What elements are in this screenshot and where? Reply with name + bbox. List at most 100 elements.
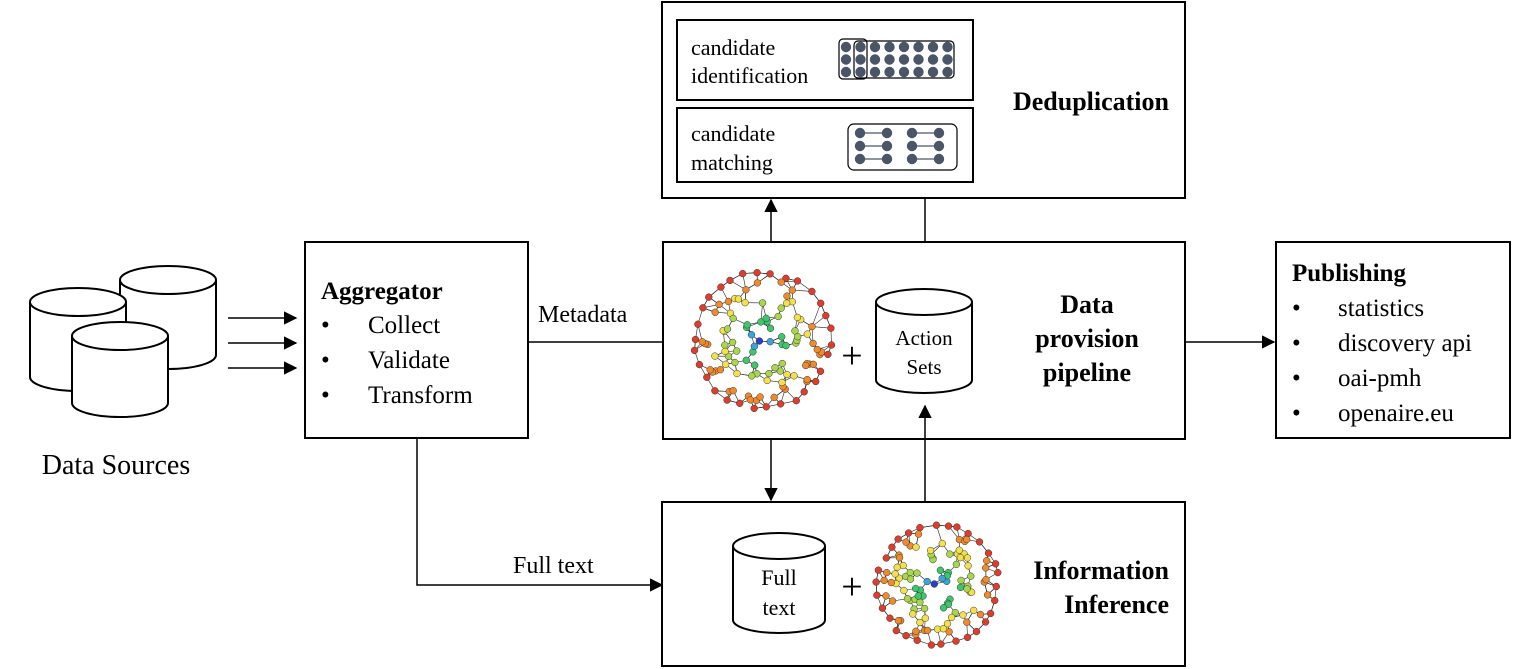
graph-node [963, 535, 971, 544]
graph-node [793, 313, 802, 322]
graph-node [912, 543, 920, 551]
graph-node [959, 611, 967, 619]
graph-node [792, 397, 800, 405]
graph-node [711, 387, 719, 395]
graph-node [743, 321, 751, 329]
full-text-line2: text [763, 595, 796, 620]
graph-node [721, 341, 729, 349]
identification-window-2 [853, 40, 955, 79]
graph-node [906, 575, 915, 583]
graph-node [955, 546, 963, 554]
graph-node [777, 278, 785, 286]
graph-node [729, 314, 737, 323]
graph-node [808, 287, 816, 296]
graph-node [782, 274, 790, 282]
graph-node [938, 574, 946, 583]
inference-title-line2: Inference [1064, 590, 1169, 619]
graph-node [887, 578, 895, 587]
publishing-item-openaire: openaire.eu [1338, 400, 1454, 427]
record-dot [840, 54, 852, 65]
graph-node [912, 627, 920, 635]
graph-node [991, 560, 1000, 568]
graph-node [953, 523, 961, 531]
aggregator-item-validate: Validate [368, 347, 450, 374]
graph-node [794, 333, 802, 341]
graph-node [951, 608, 959, 617]
graph-node [874, 566, 883, 574]
graph-node [776, 367, 784, 375]
graph-node [753, 269, 761, 277]
aggregator-bullet-2: • [321, 347, 330, 374]
record-dot [854, 127, 866, 139]
full-text-edge-label: Full text [513, 553, 594, 579]
graph-node [878, 604, 887, 612]
graph-node [813, 345, 821, 354]
graph-node [916, 524, 924, 532]
publishing-bullet-2: • [1292, 330, 1301, 357]
record-dot [913, 54, 924, 65]
graph-node [762, 403, 770, 411]
graph-node [916, 618, 924, 627]
graph-node [729, 387, 737, 395]
graph-node [800, 388, 808, 396]
record-dot [881, 140, 893, 152]
graph-node [766, 338, 774, 346]
candidate-identification-line2: identification [691, 63, 808, 88]
graph-node [952, 637, 960, 645]
aggregator-bullet-3: • [321, 382, 330, 409]
graph-node [872, 578, 880, 586]
candidate-matching-line2: matching [691, 150, 773, 175]
graph-node [986, 609, 995, 618]
graph-node [914, 592, 922, 600]
graph-node [755, 337, 764, 345]
pipeline-title-line1: Data [1060, 290, 1113, 319]
publishing-item-discovery-api: discovery api [1338, 330, 1472, 357]
graph-node [923, 626, 932, 635]
graph-node [911, 584, 920, 593]
record-dot [840, 41, 852, 53]
graph-node [913, 569, 921, 577]
graph-node [982, 564, 990, 572]
graph-node [926, 546, 935, 555]
graph-node [726, 276, 734, 285]
graph-node [716, 366, 725, 374]
graph-node [976, 610, 985, 619]
record-dot [854, 153, 866, 165]
graph-node [827, 341, 836, 349]
graph-node [731, 358, 739, 367]
record-dot [913, 66, 924, 78]
record-dot [840, 66, 852, 78]
graph-node [824, 350, 832, 359]
graph-node [739, 269, 747, 278]
graph-node [920, 604, 929, 613]
action-sets-cylinder [875, 288, 973, 394]
inference-graph-icon [872, 521, 1002, 649]
database-cylinder-front [71, 321, 169, 418]
graph-node [909, 610, 917, 618]
record-dot [927, 66, 939, 78]
publishing-item-oai-pmh: oai-pmh [1338, 365, 1422, 392]
record-dot [942, 66, 953, 78]
graph-node [816, 367, 825, 375]
graph-node [930, 580, 938, 588]
graph-node [757, 318, 765, 326]
publishing-bullet-3: • [1292, 365, 1301, 392]
graph-node [763, 376, 771, 385]
graph-node [947, 613, 956, 622]
graph-node [972, 627, 981, 636]
graph-node [705, 293, 713, 301]
graph-node [902, 632, 910, 640]
graph-node [706, 366, 714, 374]
graph-node [776, 400, 785, 408]
pipeline-title-line3: pipeline [1043, 358, 1131, 387]
record-dot [906, 127, 918, 139]
graph-node [882, 554, 890, 562]
graph-node [741, 299, 749, 307]
graph-node [914, 530, 923, 538]
graph-node [932, 521, 941, 529]
graph-node [758, 299, 767, 307]
identification-window-1 [838, 38, 868, 80]
graph-node [783, 299, 791, 307]
graph-node [946, 550, 954, 558]
